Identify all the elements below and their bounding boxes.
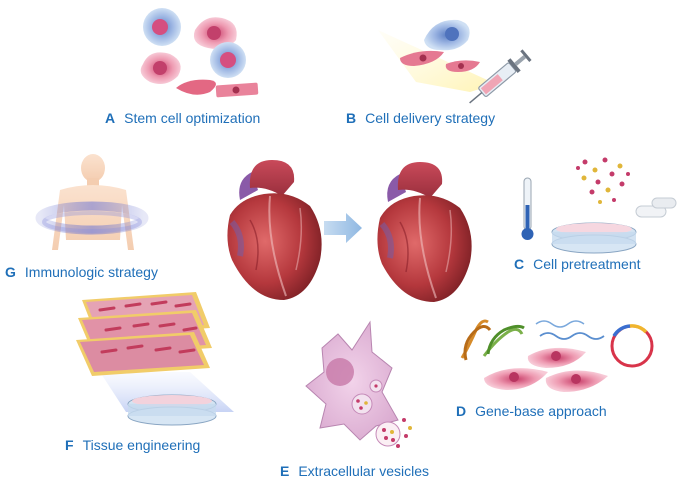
label-a: A Stem cell optimization (105, 110, 260, 126)
label-c-text: Cell pretreatment (533, 256, 641, 272)
label-d: D Gene-base approach (456, 403, 607, 419)
label-d-letter: D (456, 403, 467, 419)
label-c: C Cell pretreatment (514, 256, 641, 272)
heart-icon (227, 160, 322, 300)
arrow-right-icon (324, 213, 362, 243)
pill-icon (635, 197, 677, 218)
cell-icon (484, 347, 608, 392)
label-e-text: Extracellular vesicles (298, 463, 430, 479)
label-b: B Cell delivery strategy (346, 110, 495, 126)
label-g-text: Immunologic strategy (24, 264, 158, 280)
label-b-text: Cell delivery strategy (365, 110, 496, 126)
dna-helix-icon (460, 319, 605, 361)
label-f-letter: F (65, 437, 74, 453)
label-f: F Tissue engineering (65, 437, 200, 453)
label-e-letter: E (280, 463, 290, 479)
label-g-letter: G (5, 264, 16, 280)
syringe-icon (378, 19, 532, 104)
label-b-letter: B (346, 110, 357, 126)
label-g: G Immunologic strategy (5, 264, 158, 280)
label-f-text: Tissue engineering (82, 437, 201, 453)
thermometer-icon (521, 177, 534, 240)
petri-dish-icon (551, 222, 637, 254)
particle-cluster-icon (576, 157, 630, 204)
vesicle-cell-icon (305, 320, 412, 448)
label-e: E Extracellular vesicles (280, 463, 429, 479)
label-a-text: Stem cell optimization (124, 110, 261, 126)
stem-cell-icon (140, 8, 259, 98)
label-a-letter: A (105, 110, 116, 126)
label-c-letter: C (514, 256, 525, 272)
label-d-text: Gene-base approach (475, 403, 607, 419)
tissue-scaffold-icon (76, 292, 234, 426)
plasmid-icon (610, 324, 654, 368)
human-torso-icon (35, 154, 149, 250)
heart-icon (377, 162, 472, 302)
